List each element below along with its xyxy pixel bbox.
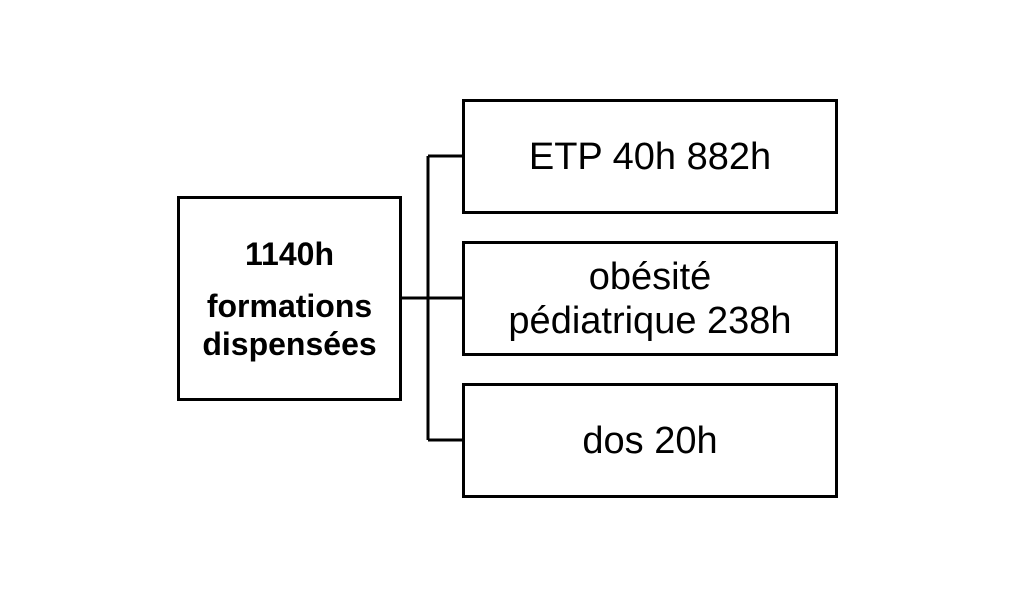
child-node-dos: dos 20h: [462, 383, 838, 498]
child-label-obesite-line1: obésité: [588, 255, 712, 298]
root-total-hours: 1140h: [245, 235, 334, 272]
root-label-line2: dispensées: [202, 325, 377, 362]
child-label-etp: ETP 40h 882h: [528, 135, 772, 178]
child-node-etp: ETP 40h 882h: [462, 99, 838, 214]
root-node-box: 1140h formations dispensées: [177, 196, 402, 401]
child-label-dos: dos 20h: [582, 419, 718, 462]
root-label-line1: formations: [206, 287, 373, 324]
child-node-obesite: obésité pédiatrique 238h: [462, 241, 838, 356]
child-label-obesite-line2: pédiatrique 238h: [508, 299, 792, 342]
